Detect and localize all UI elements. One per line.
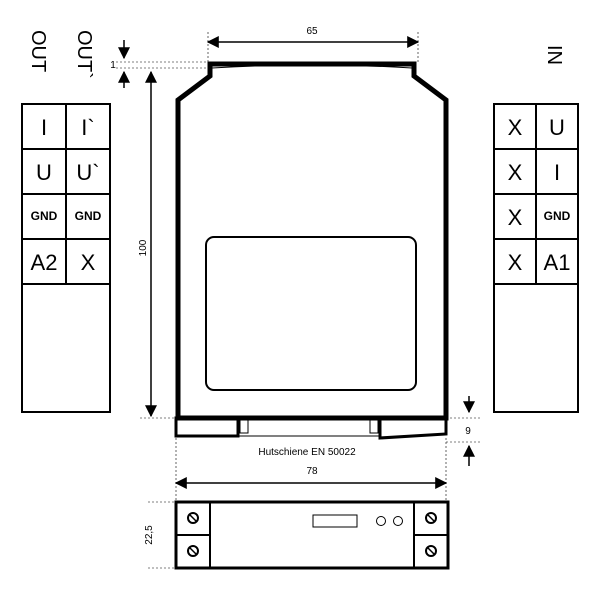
dim-rail-height: 9 — [465, 426, 471, 437]
led-icon — [376, 516, 386, 526]
right-term-3-2: GND — [544, 209, 571, 223]
screw-icon — [187, 512, 199, 524]
left-term-4-1: A2 — [31, 250, 58, 275]
out-prime-label: OUT` — [73, 30, 95, 79]
left-term-4-2: X — [81, 250, 96, 275]
housing-top-view — [174, 500, 450, 570]
in-label: IN — [543, 45, 565, 65]
dimension-rail-height: 9 — [446, 396, 482, 466]
left-term-3-1: GND — [31, 209, 58, 223]
left-term-3-2: GND — [75, 209, 102, 223]
dimension-bottom-height: 22,5 — [144, 501, 176, 569]
left-term-2-1: U — [36, 160, 52, 185]
screw-icon — [425, 512, 437, 524]
right-term-1-1: X — [508, 115, 523, 140]
screw-icon — [425, 545, 437, 557]
dimension-height: 100 — [138, 70, 180, 419]
right-term-2-1: X — [508, 160, 523, 185]
screw-icon — [187, 545, 199, 557]
left-term-1-2: I` — [81, 115, 94, 140]
left-term-2-2: U` — [76, 160, 99, 185]
led-icon — [393, 516, 403, 526]
dimension-top-gap: 1 — [110, 40, 210, 88]
right-term-4-1: X — [508, 250, 523, 275]
dim-top-gap: 1 — [110, 60, 116, 71]
right-term-2-2: I — [554, 160, 560, 185]
left-term-1-1: I — [41, 115, 47, 140]
dimension-base-width: 78 — [174, 438, 448, 500]
right-term-1-2: U — [549, 115, 565, 140]
housing-side-view — [175, 61, 449, 421]
din-rail — [174, 416, 448, 440]
right-term-4-2: A1 — [544, 250, 571, 275]
right-terminal-block: X X X X U I GND A1 — [493, 103, 579, 413]
dim-height: 100 — [138, 239, 149, 256]
dim-base-width: 78 — [306, 466, 318, 477]
out-label: OUT — [27, 30, 49, 72]
right-term-3-1: X — [508, 205, 523, 230]
rail-label: Hutschiene EN 50022 — [258, 447, 356, 458]
dimension-top-width: 65 — [206, 26, 420, 64]
dim-top-width: 65 — [306, 26, 318, 37]
left-terminal-block: I U GND A2 I` U` GND X — [21, 103, 111, 413]
dim-bottom-height: 22,5 — [144, 525, 155, 545]
display-window — [312, 514, 358, 528]
